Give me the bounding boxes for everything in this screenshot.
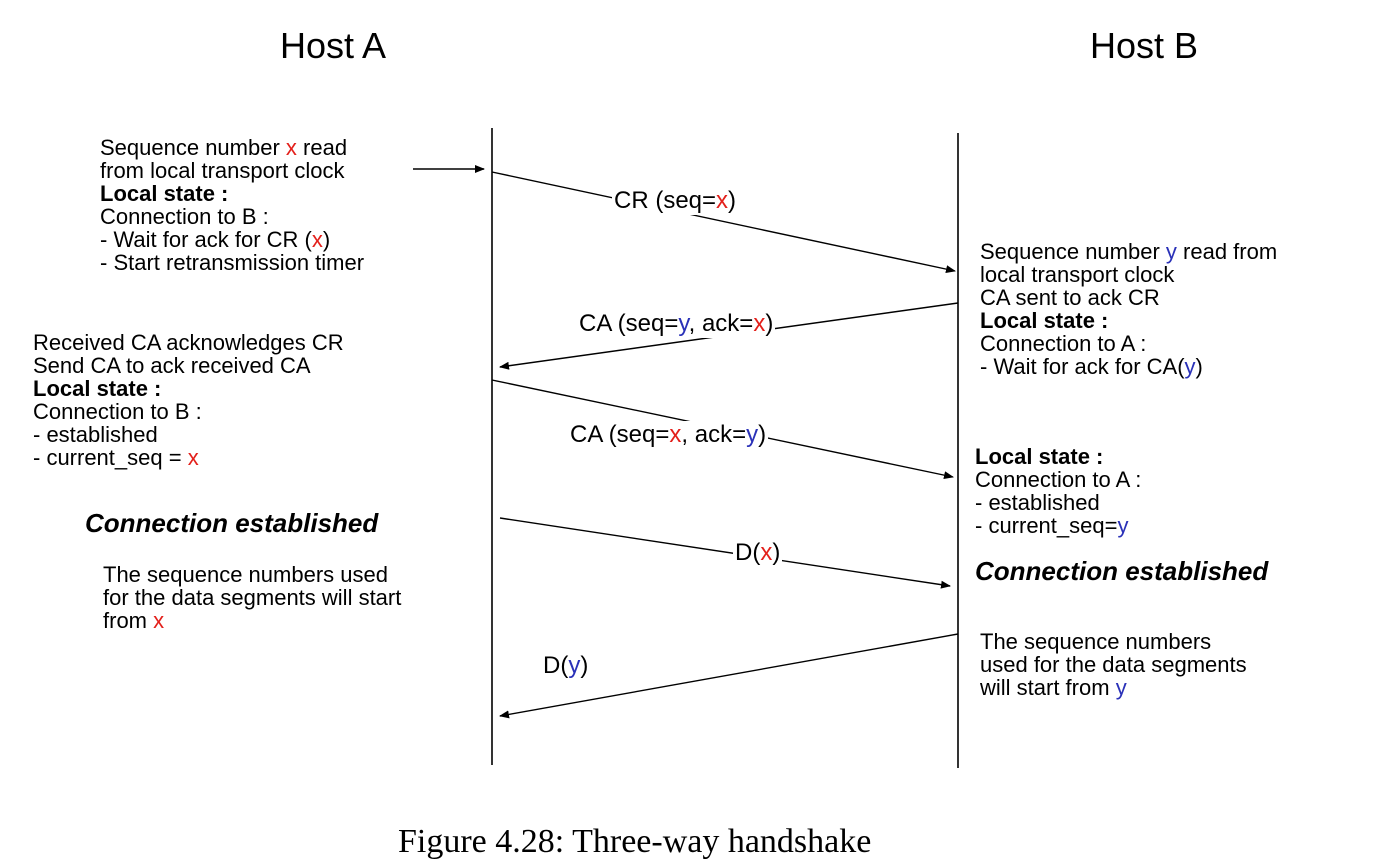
text: Sequence number — [100, 135, 286, 160]
text: Connection to A : — [975, 467, 1142, 492]
var-x: x — [760, 539, 773, 566]
host-b-data-note: The sequence numbers used for the data s… — [980, 630, 1247, 699]
local-state-label: Local state : — [975, 444, 1104, 469]
dy-arrow — [499, 633, 959, 719]
host-b-established-state: Local state : Connection to A : - establ… — [975, 445, 1141, 537]
local-state-label: Local state : — [33, 376, 162, 401]
text: ) — [765, 310, 774, 337]
text: read from — [1176, 239, 1278, 264]
text: - current_seq = — [33, 445, 188, 470]
text: for the data segments will start — [103, 585, 402, 610]
figure-caption: Figure 4.28: Three-way handshake — [398, 823, 872, 860]
text: read — [296, 135, 348, 160]
text: ) — [1195, 354, 1203, 379]
ca1-message-label: CA (seq=y, ack=x) — [577, 310, 776, 338]
host-b-initial-state: Sequence number y read from local transp… — [980, 240, 1277, 378]
host-a-initial-state: Sequence number x read from local transp… — [100, 136, 364, 274]
dy-message-label: D(y) — [541, 652, 591, 680]
text: - current_seq= — [975, 513, 1118, 538]
var-y: y — [1165, 239, 1177, 264]
var-x: x — [669, 421, 682, 448]
text: will start from — [980, 675, 1116, 700]
text: ) — [580, 652, 589, 679]
var-y: y — [1115, 675, 1127, 700]
text: - Start retransmission timer — [100, 250, 365, 275]
text: from local transport clock — [100, 158, 345, 183]
text: Send CA to ack received CA — [33, 353, 311, 378]
text: ) — [322, 227, 331, 252]
ca2-message-label: CA (seq=x, ack=y) — [568, 421, 769, 449]
text: ) — [772, 539, 781, 566]
var-x: x — [311, 227, 323, 252]
text: ) — [758, 421, 767, 448]
text: used for the data segments — [980, 652, 1247, 677]
text: CR (seq= — [614, 187, 717, 214]
text: local transport clock — [980, 262, 1175, 287]
host-a-connection-established: Connection established — [85, 508, 379, 538]
text: - Wait for ack for CR ( — [100, 227, 312, 252]
cr-arrow — [491, 171, 956, 274]
var-x: x — [153, 608, 165, 633]
var-x: x — [716, 187, 729, 214]
text: The sequence numbers used — [103, 562, 388, 587]
text: - Wait for ack for CA( — [980, 354, 1185, 379]
text: The sequence numbers — [980, 629, 1212, 654]
text: - established — [33, 422, 158, 447]
text: Connection to B : — [33, 399, 202, 424]
var-x: x — [187, 445, 199, 470]
text: - established — [975, 490, 1100, 515]
text: CA sent to ack CR — [980, 285, 1160, 310]
host-b-title: Host B — [1090, 25, 1199, 66]
host-b-connection-established: Connection established — [975, 556, 1269, 586]
var-y: y — [1184, 354, 1196, 379]
var-y: y — [568, 652, 581, 679]
host-a-data-note: The sequence numbers used for the data s… — [103, 563, 401, 632]
cr-message-label: CR (seq=x) — [612, 187, 739, 215]
var-y: y — [1117, 513, 1129, 538]
var-y: y — [678, 310, 689, 337]
text: CA (seq= — [579, 310, 679, 337]
text: , ack= — [681, 421, 747, 448]
text: Connection to A : — [980, 331, 1147, 356]
var-y: y — [746, 421, 759, 448]
text: Received CA acknowledges CR — [33, 330, 344, 355]
local-state-label: Local state : — [100, 181, 229, 206]
local-state-label: Local state : — [980, 308, 1109, 333]
text: from — [103, 608, 154, 633]
host-a-title: Host A — [280, 25, 387, 66]
text: Sequence number — [980, 239, 1166, 264]
var-x: x — [285, 135, 297, 160]
dx-arrow — [499, 517, 951, 589]
text: D( — [735, 539, 761, 566]
text: Connection to B : — [100, 204, 269, 229]
dx-message-label: D(x) — [733, 539, 783, 567]
var-x: x — [753, 310, 766, 337]
host-a-received-state: Received CA acknowledges CR Send CA to a… — [33, 331, 344, 469]
text: D( — [543, 652, 569, 679]
text: , ack= — [688, 310, 754, 337]
text: ) — [728, 187, 737, 214]
text: CA (seq= — [570, 421, 670, 448]
